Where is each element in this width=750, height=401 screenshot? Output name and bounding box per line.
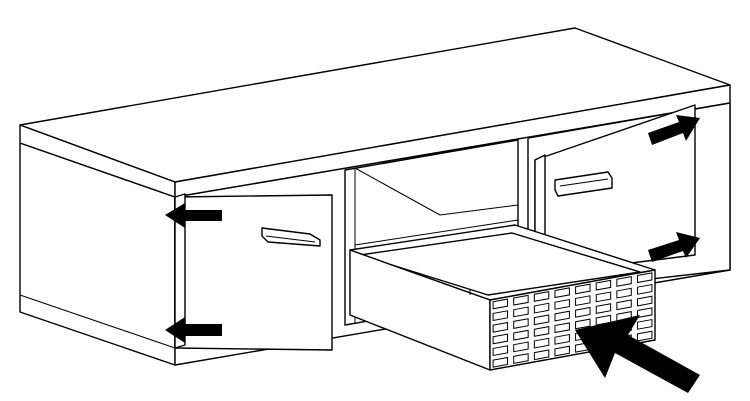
grid-cell [575,295,591,307]
grid-cell [636,330,653,342]
left-door-handle [261,227,321,247]
grid-cell [575,318,591,330]
grid-cell [595,303,612,314]
grid-cell [533,302,550,314]
grid-cell [513,294,529,306]
left-door-edge [174,193,186,349]
grid-cell [636,307,653,319]
grid-cell [492,333,509,345]
grid-cell [492,298,509,310]
grid-cell [513,329,529,341]
grid-cell [513,353,529,364]
grid-cell [636,272,653,284]
grid-cell [554,345,570,357]
grid-cell [533,314,550,326]
grid-cell [616,287,632,299]
grid-cell [554,333,570,345]
grid-cell [636,283,653,295]
grid-cell [533,291,550,302]
grid-cell [513,306,529,318]
grid-cell [533,326,550,337]
drawer-front-grid [492,272,653,368]
grid-cell [492,356,509,368]
grid-cell [595,279,612,291]
grid-cell [554,322,570,334]
grid-cell [616,276,632,287]
grid-cell [513,341,529,353]
grid-cell [616,299,632,311]
grid-cell [513,318,529,329]
grid-cell [492,310,509,322]
grid-cell [636,295,653,307]
grid-cell [554,310,570,322]
grid-cell [492,321,509,333]
arrow-left-icon [165,317,222,343]
grid-cell [595,291,612,303]
grid-cell [554,287,570,299]
right-door-handle [554,171,613,197]
grid-cell [554,298,570,310]
arrow-left-icon [165,203,222,228]
arrow-up-right-icon [648,115,700,145]
grid-cell [492,345,509,357]
grid-cell [575,306,591,318]
grid-cell [636,318,653,330]
grid-cell [533,349,550,361]
grid-cell [575,283,591,295]
grid-cell [533,337,550,349]
arrow-up-right-icon [648,232,700,262]
arrow-up-left-icon [575,315,700,393]
